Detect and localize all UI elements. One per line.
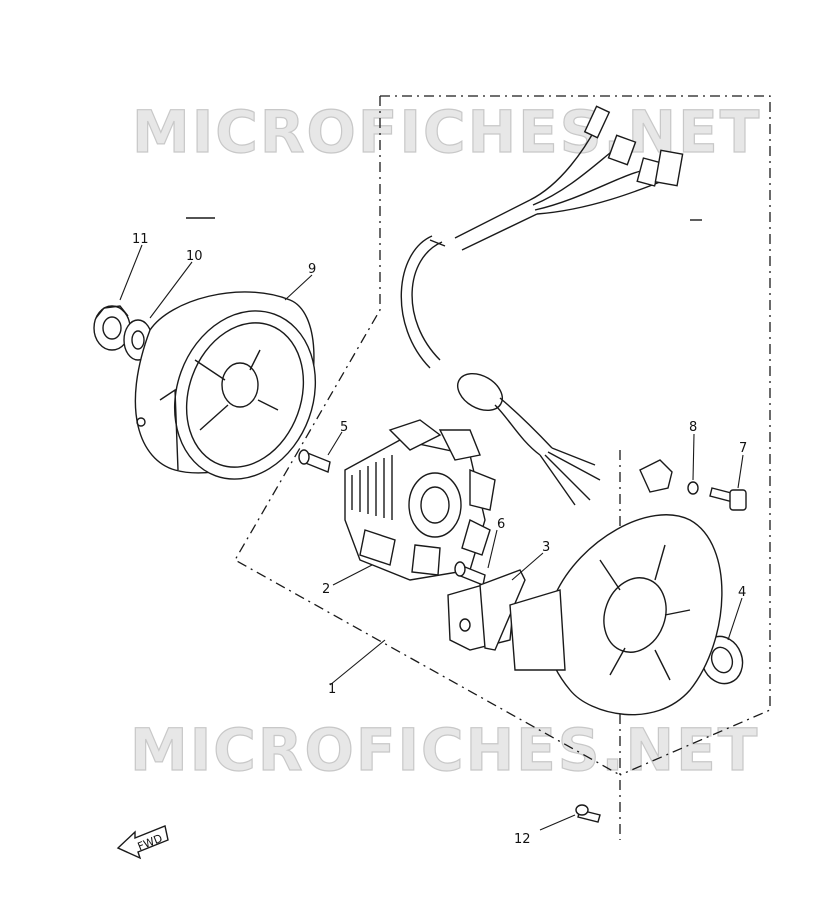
- part-8-clamp: [639, 459, 699, 495]
- callout-12: 12: [514, 832, 531, 847]
- callout-3: 3: [542, 540, 550, 555]
- callout-8: 8: [689, 420, 697, 435]
- callout-5: 5: [340, 420, 348, 435]
- leader-lines: [119, 244, 744, 831]
- callout-4: 4: [738, 585, 746, 600]
- callout-1: 1: [328, 682, 336, 697]
- part-5-screw: [298, 449, 331, 473]
- part-11-nut: [93, 305, 131, 351]
- watermark-bottom: MICROFICHES.NET: [130, 716, 759, 784]
- assembly-boundary: [234, 95, 771, 776]
- watermark-top: MICROFICHES.NET: [132, 98, 761, 166]
- wire-harness: [400, 105, 684, 506]
- part-2-stator: [344, 419, 496, 581]
- callout-10: 10: [186, 249, 203, 264]
- callout-2: 2: [322, 582, 330, 597]
- fwd-arrow-icon: FWD: [116, 825, 169, 860]
- part-6-screw: [454, 561, 486, 586]
- callout-9: 9: [308, 262, 316, 277]
- callout-7: 7: [739, 441, 747, 456]
- part-3-pickup-coil: [447, 569, 526, 651]
- callout-6: 6: [497, 517, 505, 532]
- part-9-flywheel-rotor: [134, 291, 317, 480]
- fwd-label: FWD: [136, 832, 165, 854]
- part-7-bolt: [709, 487, 747, 511]
- callout-11: 11: [132, 232, 149, 247]
- stator-base-plate: [509, 514, 723, 716]
- part-12-screw: [575, 804, 601, 823]
